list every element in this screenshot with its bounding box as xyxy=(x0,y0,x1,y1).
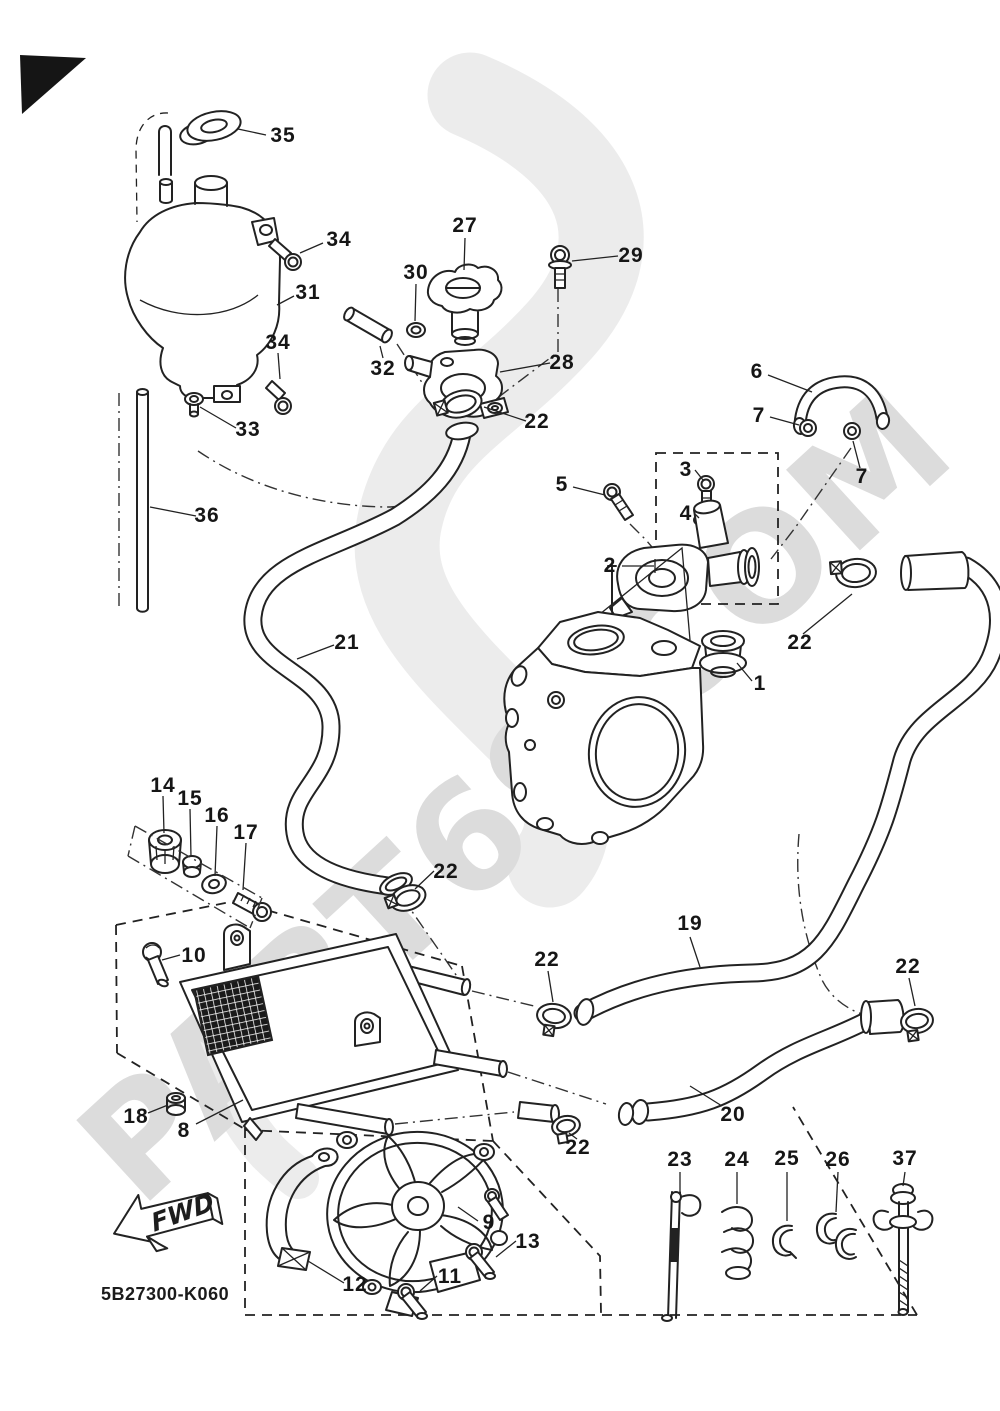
part-callout-16: 16 xyxy=(204,804,230,827)
part-callout-35: 35 xyxy=(270,124,296,147)
part-callout-22: 22 xyxy=(565,1136,591,1159)
part-callout-30: 30 xyxy=(403,261,429,284)
part-callout-22: 22 xyxy=(895,955,921,978)
part-callout-34: 34 xyxy=(326,228,352,251)
radiator-cap-27 xyxy=(426,263,503,346)
hose-19 xyxy=(573,551,1000,1026)
thermostat-unit-1 xyxy=(699,630,747,678)
part-25 xyxy=(771,1224,797,1259)
part-callout-21: 21 xyxy=(334,631,360,654)
part-callout-26: 26 xyxy=(825,1148,851,1171)
corner-fold-mark xyxy=(20,55,86,114)
part-callout-29: 29 xyxy=(618,244,644,267)
thermostat-housing-2 xyxy=(609,499,760,619)
thermostat-dashed-box xyxy=(655,452,779,605)
bolt-11 xyxy=(397,1283,428,1320)
part-callout-24: 24 xyxy=(724,1148,750,1171)
reservoir-tank-31 xyxy=(124,175,281,403)
part-callout-15: 15 xyxy=(177,787,203,810)
part-callout-32: 32 xyxy=(370,357,396,380)
engine-cylinder xyxy=(503,546,705,845)
part-callout-36: 36 xyxy=(194,504,220,527)
nut-30 xyxy=(406,322,426,338)
part-callout-7: 7 xyxy=(752,404,766,427)
clamp-22b xyxy=(828,557,877,589)
part-callout-8: 8 xyxy=(177,1119,191,1142)
grommet-18 xyxy=(166,1092,186,1116)
part-26 xyxy=(815,1212,857,1260)
breather-tube xyxy=(135,112,173,223)
part-callout-7: 7 xyxy=(855,465,869,488)
collar-15 xyxy=(182,855,202,878)
bushing-14 xyxy=(148,829,182,874)
bolt-fan-upper xyxy=(484,1188,509,1221)
part-callout-18: 18 xyxy=(123,1105,149,1128)
part-callout-27: 27 xyxy=(452,214,478,237)
bolt-34-upper xyxy=(268,238,302,271)
part-callout-14: 14 xyxy=(150,774,176,797)
part-callout-22: 22 xyxy=(433,860,459,883)
part-callout-13: 13 xyxy=(515,1230,541,1253)
part-callout-12: 12 xyxy=(342,1273,368,1296)
bolt-17 xyxy=(232,892,272,922)
screw-10 xyxy=(142,942,169,988)
part-callout-22: 22 xyxy=(787,631,813,654)
part-callout-20: 20 xyxy=(720,1103,746,1126)
part-callout-5: 5 xyxy=(555,473,569,496)
bolt-29 xyxy=(548,245,572,289)
tank-cap-35 xyxy=(179,110,242,146)
part-callout-37: 37 xyxy=(892,1147,918,1170)
bolt-5 xyxy=(603,483,634,521)
part-callout-9: 9 xyxy=(482,1211,496,1234)
radiator-8 xyxy=(179,923,508,1141)
bolt-13 xyxy=(465,1243,496,1280)
clamp-22d xyxy=(536,1002,572,1038)
overflow-tube-36 xyxy=(136,388,149,613)
hose-20 xyxy=(617,999,905,1126)
part-callout-25: 25 xyxy=(774,1147,800,1170)
part-code: 5B27300-K060 xyxy=(101,1284,230,1304)
part-callout-3: 3 xyxy=(679,458,693,481)
part-24 xyxy=(721,1205,755,1280)
bolt-34-lower xyxy=(265,380,292,415)
leader-lines xyxy=(147,128,916,1292)
part-callout-22: 22 xyxy=(524,410,550,433)
part-23 xyxy=(661,1191,702,1322)
part-callout-1: 1 xyxy=(753,672,767,695)
part-callout-2: 2 xyxy=(603,554,617,577)
clamp-22e xyxy=(900,1007,934,1043)
part-callout-31: 31 xyxy=(295,281,321,304)
part-callout-22: 22 xyxy=(534,948,560,971)
clamp-22a xyxy=(432,389,483,419)
part-callout-4: 4 xyxy=(679,502,693,525)
part-callout-23: 23 xyxy=(667,1148,693,1171)
grommet-7-left xyxy=(799,419,817,437)
part-callout-34: 34 xyxy=(265,331,291,354)
grommet-33 xyxy=(184,392,204,418)
part-callout-19: 19 xyxy=(677,912,703,935)
stay-12 xyxy=(265,1147,339,1271)
washer-16 xyxy=(201,873,227,895)
part-callout-6: 6 xyxy=(750,360,764,383)
part-37 xyxy=(872,1183,934,1316)
part-callout-28: 28 xyxy=(549,351,575,374)
pipe-32 xyxy=(343,306,393,344)
fan-9 xyxy=(326,1130,508,1317)
part-callout-10: 10 xyxy=(181,944,207,967)
clamp-22f xyxy=(551,1114,581,1145)
part-callout-11: 11 xyxy=(437,1265,463,1288)
part-callout-17: 17 xyxy=(233,821,259,844)
part-callout-33: 33 xyxy=(235,418,261,441)
pipe-stub-22f xyxy=(517,1101,560,1124)
grommet-7-right xyxy=(843,422,861,440)
clamp-22c xyxy=(383,884,427,912)
